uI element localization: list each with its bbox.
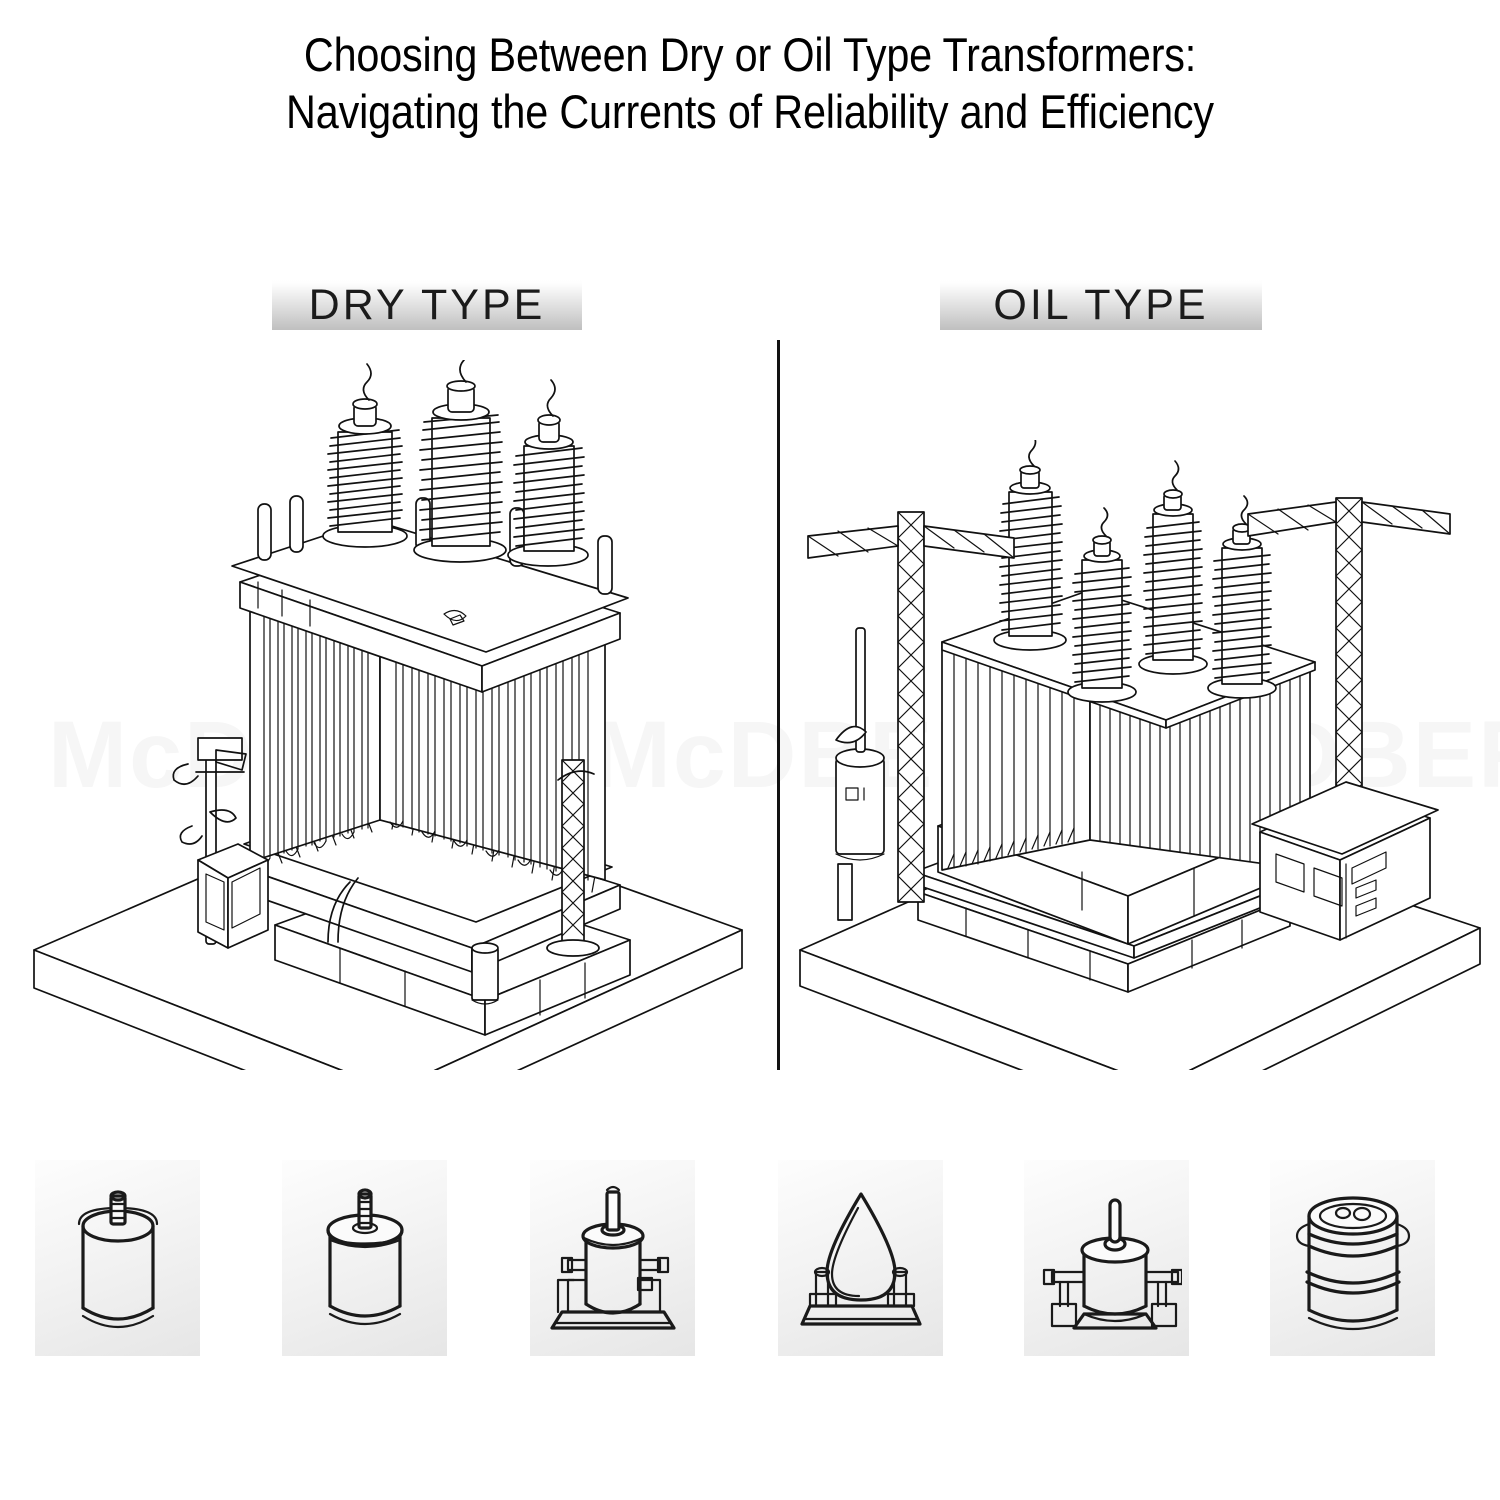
icon-tile-sealed-transformer-tank[interactable] (282, 1160, 447, 1356)
sealed-transformer-tank-icon (325, 1188, 404, 1325)
dry-type-illustration (20, 360, 760, 1070)
oil-type-illustration (790, 440, 1490, 1070)
bushing-left-dry (322, 363, 408, 548)
bushing-middle-dry (413, 360, 507, 563)
icon-strip (0, 1160, 1500, 1360)
transformer-unit-stand-icon (549, 1185, 676, 1330)
lattice-mast-dry (546, 759, 600, 957)
lattice-tower-left-oil (807, 511, 1015, 903)
steel-oil-barrel-icon (1295, 1195, 1410, 1330)
cable-duct-dry (327, 877, 359, 943)
bushing-1-oil (993, 440, 1067, 651)
panel-label-dry-type-text: DRY TYPE (308, 280, 546, 329)
page-title: Choosing Between Dry or Oil Type Transfo… (0, 26, 1500, 141)
conservator-cabinet-dry (179, 809, 269, 949)
page-title-line-1: Choosing Between Dry or Oil Type Transfo… (303, 28, 1197, 81)
panel-label-oil-type-text: OIL TYPE (993, 280, 1209, 329)
oil-drum-open-top-icon (77, 1190, 158, 1328)
bushing-3-oil (1138, 460, 1208, 675)
control-house-oil (1251, 781, 1439, 941)
bushing-right-dry (507, 379, 589, 567)
conservator-tank-oil (835, 627, 885, 921)
panel-label-dry-type: DRY TYPE (272, 280, 582, 330)
icon-tile-oil-drum-open-top[interactable] (35, 1160, 200, 1356)
tank-top-deck-dry (231, 519, 629, 693)
panel-label-oil-type: OIL TYPE (940, 280, 1262, 330)
oil-drop-substation-icon (800, 1192, 922, 1326)
bushing-4-oil (1207, 495, 1277, 699)
icon-tile-transformer-unit-stand[interactable] (530, 1160, 695, 1356)
small-drum-dry (471, 942, 499, 1005)
icon-tile-oil-drop-substation[interactable] (778, 1160, 943, 1356)
icon-tile-steel-oil-barrel[interactable] (1270, 1160, 1435, 1356)
page-title-line-2: Navigating the Currents of Reliability a… (286, 85, 1214, 139)
panel-divider (777, 340, 780, 1070)
icon-tile-transformer-with-radiators[interactable] (1024, 1160, 1189, 1356)
bushing-2-oil (1067, 507, 1137, 703)
transformer-with-radiators-icon (1042, 1197, 1182, 1330)
